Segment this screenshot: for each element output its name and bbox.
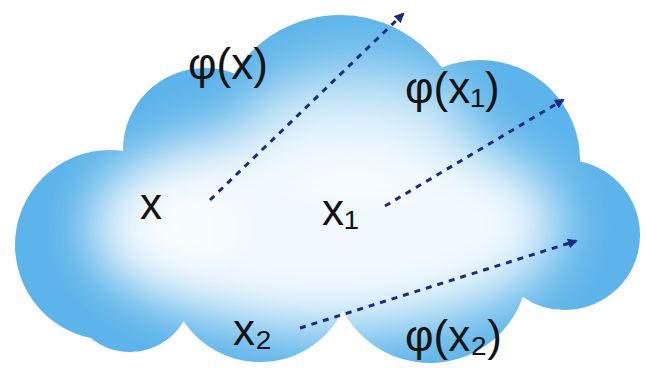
point-label: x₂: [233, 308, 272, 352]
mapped-point-label: φ(x₁): [405, 66, 500, 110]
mapped-point-label: φ(x₂): [405, 314, 502, 358]
point-label: x₁: [322, 188, 359, 232]
point-label: x: [140, 182, 162, 226]
mapped-point-label: φ(x): [188, 42, 268, 86]
mapping-arrow: [385, 100, 563, 206]
